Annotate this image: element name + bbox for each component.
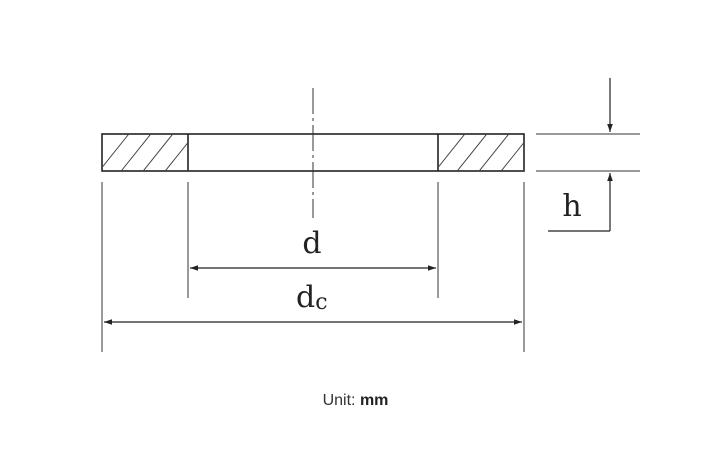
extension-lines (101, 133, 640, 352)
outer-diameter-main: d (296, 280, 315, 315)
outer-diameter-label: dc (296, 280, 328, 315)
hatch-right (438, 134, 524, 171)
outer-diameter-sub: c (315, 290, 327, 315)
unit-value: mm (359, 392, 389, 409)
thickness-dimension (548, 78, 613, 232)
inner-diameter-label: d (302, 226, 321, 261)
unit-caption: Unit: mm (0, 392, 711, 410)
unit-label: Unit: (322, 392, 356, 409)
thickness-label: h (562, 189, 581, 224)
hatch-left (102, 134, 188, 171)
